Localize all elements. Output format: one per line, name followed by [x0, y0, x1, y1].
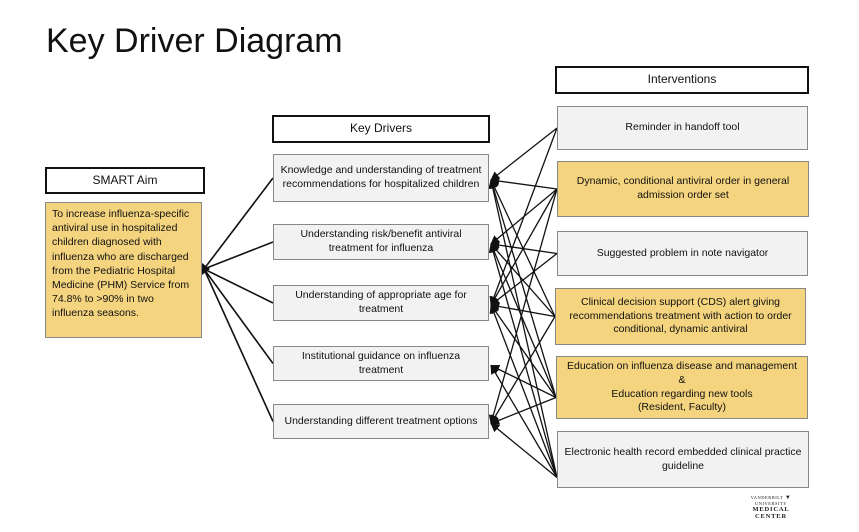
key-driver-box: Understanding of appropriate age for tre… [273, 285, 489, 321]
intervention-to-driver-arrow [490, 179, 556, 317]
aim-connector-hub [202, 263, 210, 275]
interventions-header: Interventions [555, 66, 809, 94]
intervention-to-driver-arrow [490, 364, 557, 399]
intervention-to-driver-arrow [490, 188, 558, 245]
intervention-box: Dynamic, conditional antiviral order in … [557, 161, 809, 217]
intervention-to-driver-arrow [488, 179, 557, 398]
intervention-to-driver-arrow [488, 179, 558, 478]
smart-aim-header: SMART Aim [45, 167, 205, 194]
aim-to-driver-connector [203, 241, 274, 270]
v-logo-icon: ▼ [784, 495, 792, 501]
intervention-to-driver-arrow [490, 301, 556, 318]
intervention-to-driver-arrow [490, 176, 558, 190]
intervention-to-driver-arrow [488, 243, 558, 478]
key-driver-box: Understanding different treatment option… [273, 404, 489, 439]
intervention-box: Clinical decision support (CDS) alert gi… [555, 288, 806, 345]
intervention-to-driver-arrow [490, 316, 556, 425]
intervention-to-driver-arrow [489, 304, 558, 478]
aim-to-driver-connector [203, 268, 274, 422]
intervention-to-driver-arrow [490, 188, 558, 306]
vanderbilt-logo: VANDERBILT ▼ UNIVERSITY MEDICAL CENTER [750, 495, 792, 520]
intervention-to-driver-arrow [490, 422, 558, 479]
intervention-to-driver-arrow [490, 243, 556, 317]
intervention-to-driver-arrow [490, 243, 557, 398]
aim-to-driver-connector [203, 268, 274, 364]
smart-aim-box: To increase influenza-specific antiviral… [45, 202, 202, 338]
page-title: Key Driver Diagram [46, 22, 343, 60]
aim-to-driver-connector [203, 268, 274, 304]
intervention-box: Education on influenza disease and manag… [556, 356, 808, 419]
aim-to-driver-connector [203, 177, 274, 270]
intervention-to-driver-arrow [490, 252, 558, 306]
key-driver-box: Understanding risk/benefit antiviral tre… [273, 224, 489, 260]
intervention-to-driver-arrow [490, 304, 557, 398]
intervention-to-driver-arrow [490, 396, 557, 425]
intervention-to-driver-arrow [490, 127, 558, 181]
intervention-box: Suggested problem in note navigator [557, 231, 808, 276]
key-drivers-header: Key Drivers [272, 115, 490, 143]
key-driver-box: Institutional guidance on influenza trea… [273, 346, 489, 381]
intervention-to-driver-arrow [490, 240, 558, 255]
intervention-box: Electronic health record embedded clinic… [557, 431, 809, 488]
key-driver-box: Knowledge and understanding of treatment… [273, 154, 489, 202]
intervention-to-driver-arrow [490, 364, 558, 478]
intervention-box: Reminder in handoff tool [557, 106, 808, 150]
